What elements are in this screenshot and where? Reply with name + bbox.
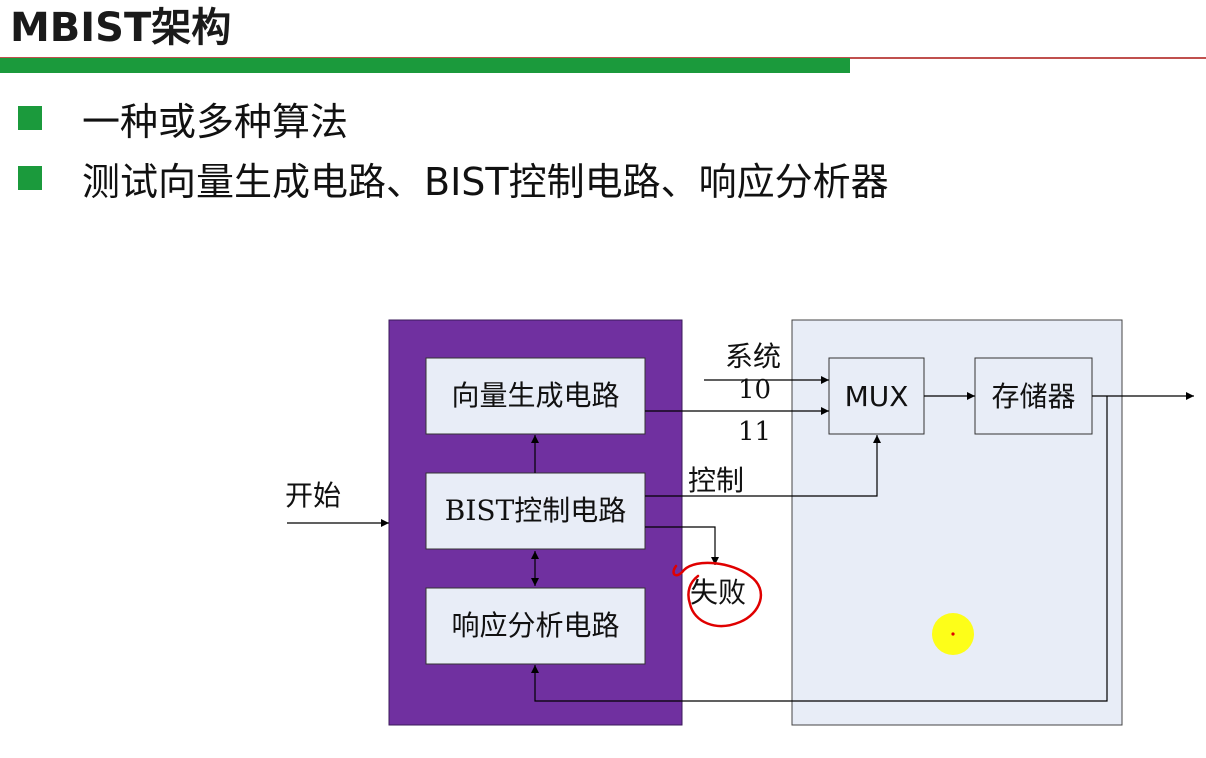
mux-label: MUX — [845, 380, 909, 413]
feedback-arrow — [531, 396, 1108, 702]
sel-10-label: 10 — [738, 375, 771, 405]
system-label: 系统 — [725, 340, 781, 373]
sel-11-label: 11 — [738, 417, 771, 447]
bullet-text: 一种或多种算法 — [82, 99, 349, 144]
fail-arrow — [645, 526, 719, 565]
bullet-square-icon — [18, 106, 42, 130]
bullet-item: 测试向量生成电路、BIST控制电路、响应分析器 — [18, 148, 889, 208]
fail-label: 失败 — [690, 576, 746, 609]
control-label: 控制 — [688, 464, 744, 497]
bist-controller-label: BIST控制电路 — [445, 494, 627, 527]
memory-label: 存储器 — [991, 380, 1075, 413]
title-underline-green — [0, 58, 850, 73]
bist-controller-block — [425, 472, 646, 550]
mux-block — [828, 357, 925, 435]
pattern-generator-label: 向量生成电路 — [451, 379, 619, 412]
pattern-generator-block — [425, 357, 646, 435]
memory-block — [974, 357, 1093, 435]
bullet-square-icon — [18, 166, 42, 190]
cursor-dot-icon — [951, 632, 955, 636]
fail-annotation-circle — [672, 561, 762, 628]
bullet-list: 一种或多种算法 测试向量生成电路、BIST控制电路、响应分析器 — [18, 88, 889, 208]
bullet-text: 测试向量生成电路、BIST控制电路、响应分析器 — [82, 159, 889, 204]
start-label: 开始 — [285, 479, 341, 512]
response-analyzer-block — [425, 587, 646, 665]
control-to-mux-arrow — [645, 435, 881, 497]
slide-title: MBIST架构 — [10, 5, 232, 51]
bullet-item: 一种或多种算法 — [18, 88, 889, 148]
response-analyzer-label: 响应分析电路 — [451, 609, 619, 642]
